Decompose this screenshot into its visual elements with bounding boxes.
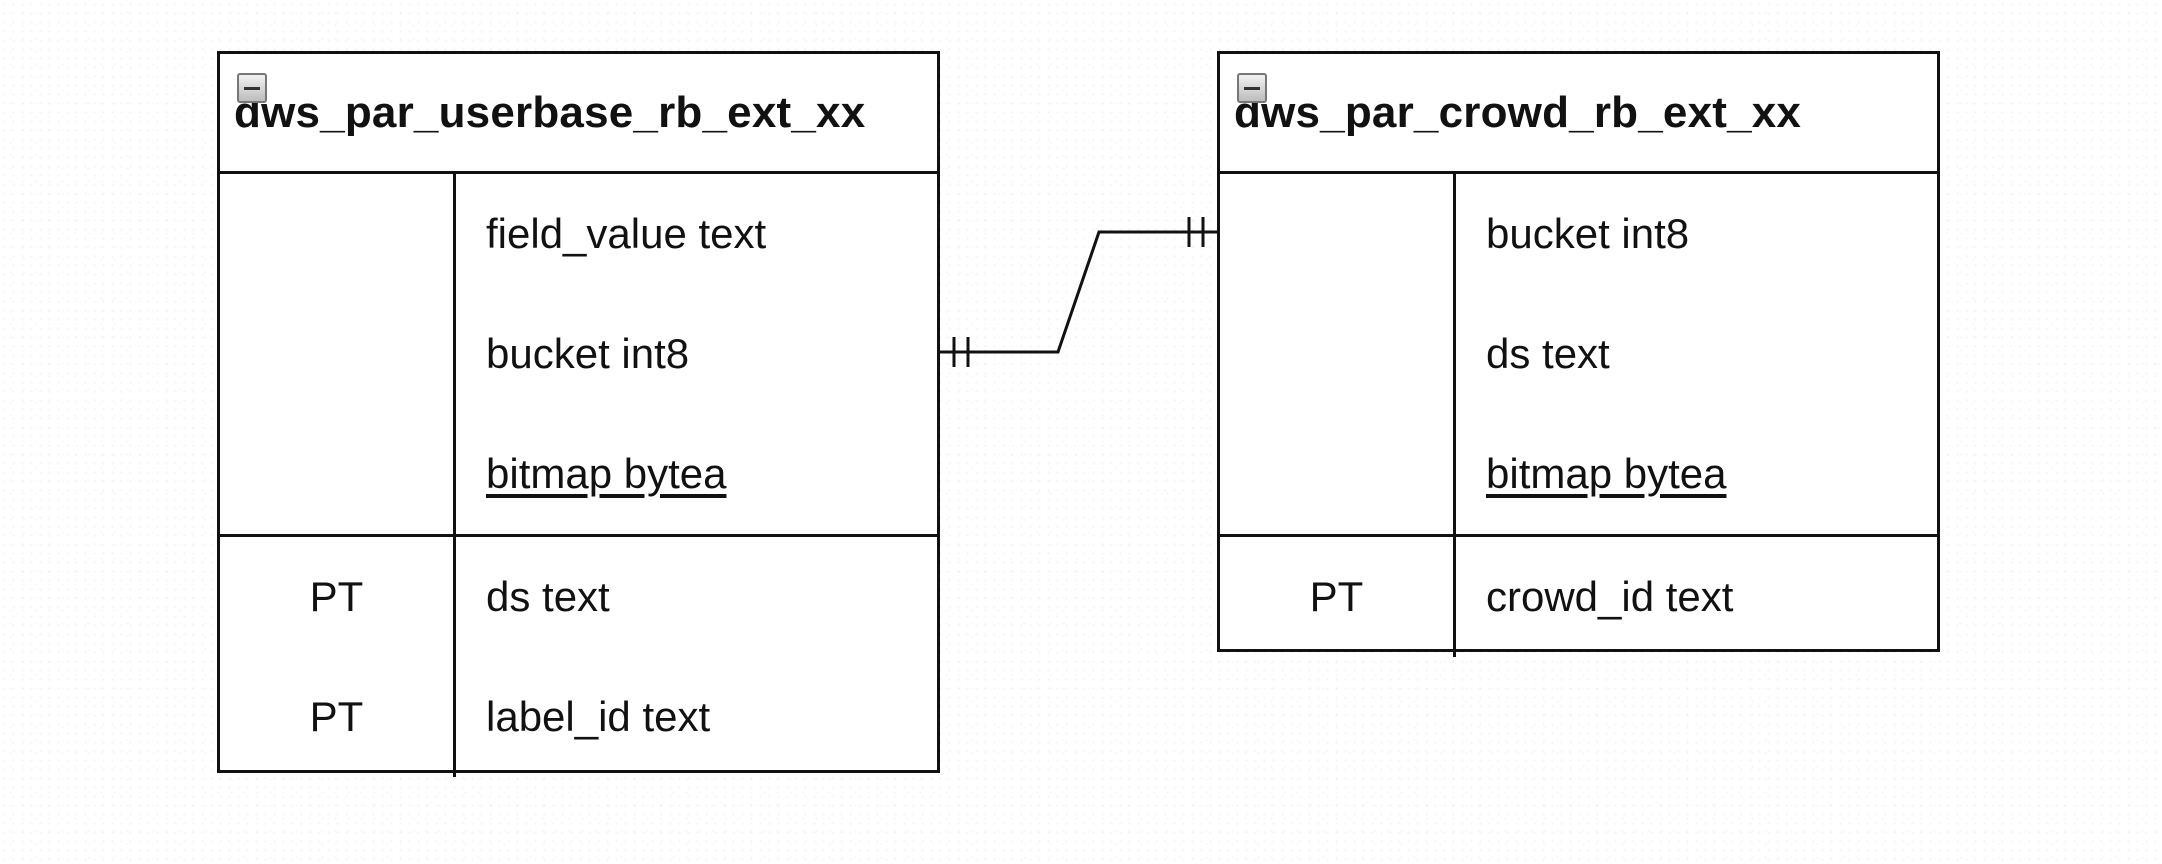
field-column: crowd_id text (1456, 537, 1937, 657)
field-label: bitmap bytea (1486, 450, 1727, 497)
field-label: crowd_id text (1486, 573, 1734, 620)
one-and-only-one-marker-left (952, 337, 970, 367)
field-section: field_value text bucket int8 bitmap byte… (220, 174, 937, 534)
entity-header[interactable]: dws_par_crowd_rb_ext_xx (1220, 54, 1937, 174)
key-cell: PT (309, 693, 364, 740)
field-label: ds text (1486, 330, 1610, 377)
entity-userbase[interactable]: dws_par_userbase_rb_ext_xx field_value t… (217, 51, 940, 777)
field-label: ds text (486, 573, 610, 620)
field-row[interactable]: field_value text (456, 174, 937, 294)
entity-crowd[interactable]: dws_par_crowd_rb_ext_xx bucket int8 ds t… (1217, 51, 1940, 657)
field-row[interactable]: ds text (1456, 294, 1937, 414)
key-cell (220, 414, 453, 534)
key-cell (220, 174, 453, 294)
key-column (220, 174, 456, 534)
key-cell (220, 294, 453, 414)
field-column: ds text label_id text (456, 537, 937, 777)
key-cell: PT (1309, 573, 1364, 620)
field-row[interactable]: crowd_id text (1456, 537, 1937, 657)
field-row[interactable]: ds text (456, 537, 937, 657)
key-cell (1220, 414, 1453, 534)
one-and-only-one-marker-right (1187, 217, 1205, 247)
relationship-line[interactable] (940, 230, 1217, 354)
entity-title: dws_par_crowd_rb_ext_xx (1234, 88, 1802, 137)
key-column (1220, 174, 1456, 534)
key-column: PT (1220, 537, 1456, 657)
entity-title: dws_par_userbase_rb_ext_xx (234, 88, 866, 137)
field-label: bitmap bytea (486, 450, 727, 497)
key-cell (1220, 294, 1453, 414)
key-column: PT PT (220, 537, 456, 777)
collapse-icon[interactable] (237, 73, 267, 103)
field-label: bucket int8 (486, 330, 690, 377)
field-row[interactable]: bitmap bytea (456, 414, 937, 534)
field-section: bucket int8 ds text bitmap bytea (1220, 174, 1937, 534)
entity-header[interactable]: dws_par_userbase_rb_ext_xx (220, 54, 937, 174)
key-cell: PT (309, 573, 364, 620)
key-cell (1220, 174, 1453, 294)
field-row[interactable]: bucket int8 (1456, 174, 1937, 294)
field-label: bucket int8 (1486, 210, 1690, 257)
field-label: field_value text (486, 210, 767, 257)
partition-section: PT crowd_id text (1220, 534, 1937, 657)
field-label: label_id text (486, 693, 711, 740)
field-column: bucket int8 ds text bitmap bytea (1456, 174, 1937, 534)
field-row[interactable]: bucket int8 (456, 294, 937, 414)
field-column: field_value text bucket int8 bitmap byte… (456, 174, 937, 534)
collapse-icon[interactable] (1237, 73, 1267, 103)
field-row[interactable]: label_id text (456, 657, 937, 777)
field-row[interactable]: bitmap bytea (1456, 414, 1937, 534)
partition-section: PT PT ds text label_id text (220, 534, 937, 777)
